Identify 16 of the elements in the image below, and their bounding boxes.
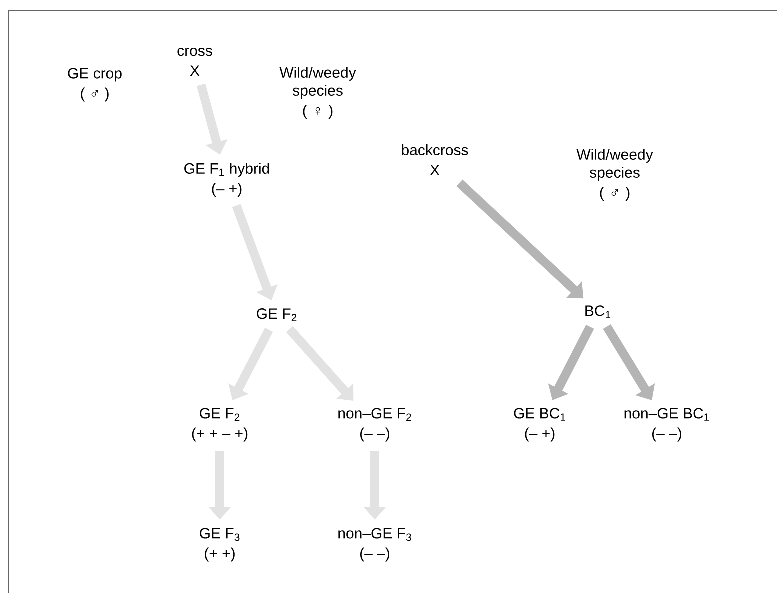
block-arrow bbox=[286, 326, 354, 401]
block-arrow bbox=[456, 180, 584, 299]
generation-label: GE F$_{2}$ (+ + – +) bbox=[192, 408, 248, 442]
generation-label: cross X bbox=[178, 48, 212, 76]
generation-label: GE BC$_{1}$ (– +) bbox=[514, 408, 566, 442]
generation-label: GE F$_{2}$ bbox=[257, 308, 297, 322]
generation-label: BC$_{1}$ bbox=[586, 306, 611, 318]
generation-label: GE F$_{3}$ (+ +) bbox=[200, 528, 240, 562]
generation-label: Wild/weedy species ( ♀ ) bbox=[280, 67, 356, 119]
generation-label: non–GE F$_{2}$ (– –) bbox=[338, 408, 412, 442]
generation-label: GE crop ( ♂ ) bbox=[68, 68, 122, 102]
generation-label: Wild/weedy species ( ♂ ) bbox=[576, 149, 654, 201]
generation-label: GE F$_{1}$ hybrid (– +) bbox=[184, 163, 270, 197]
generation-label: backcross X bbox=[402, 144, 468, 176]
generation-label: non–GE F$_{3}$ (– –) bbox=[338, 528, 412, 562]
generation-label: non–GE BC$_{1}$ (– –) bbox=[624, 408, 710, 442]
